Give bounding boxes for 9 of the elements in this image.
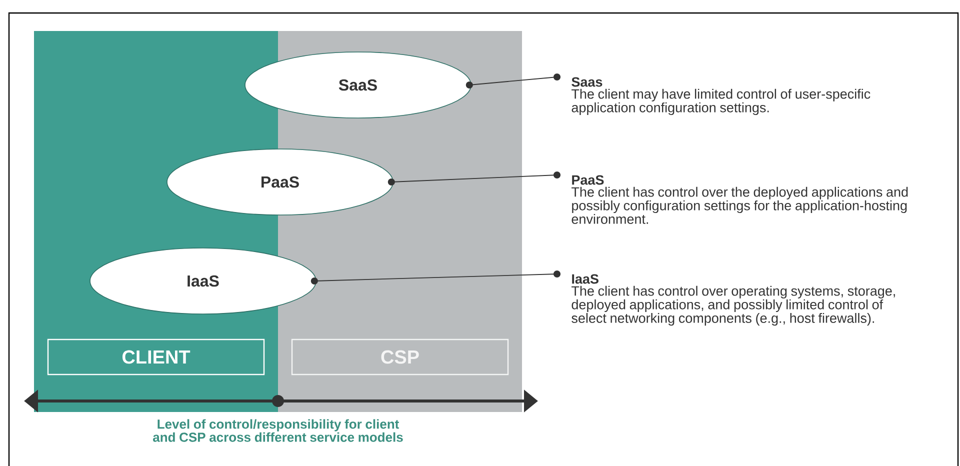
service-description: PaaS The client has control over the deployed applications and possibly configuration settings for the application-hosting environment. [572,175,908,224]
party-box: CLIENT [47,338,265,376]
service-description: Saas The client may have limited control of user-specific application configuration settings. [572,77,870,116]
service-description: IaaS The client has control over operating systems, storage, deployed applications, and possibly limited control of select networking components (e.g., host firewalls). [572,274,895,326]
connector-line [310,270,560,284]
party-box: CSP [291,338,509,376]
connector-line [388,172,560,186]
axis-caption: Level of control/responsibility for client and CSP across different service models [153,419,403,442]
connector-line [466,74,560,88]
